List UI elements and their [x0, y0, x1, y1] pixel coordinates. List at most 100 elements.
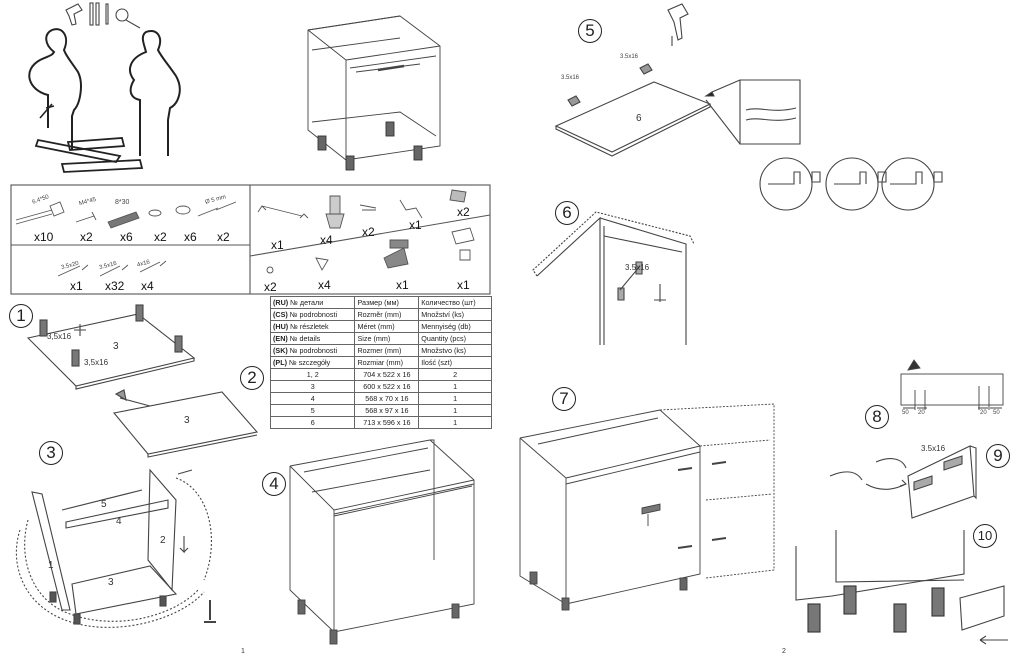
part-size: 713 x 596 x 16 [354, 416, 420, 429]
step-8-dim-label: 50 [993, 410, 1000, 416]
page-number: 1 [241, 648, 245, 655]
hw-qty: x2 [80, 230, 93, 244]
step-9-illustration [829, 445, 977, 519]
part-qty: 2 [418, 368, 492, 381]
hinge-adjustment-illustration [759, 157, 943, 211]
part-detail: 1, 2 [269, 368, 356, 381]
hw-qty: x1 [457, 278, 470, 292]
hw-qty: x1 [271, 238, 284, 252]
qty-header: Množství (ks) [418, 308, 492, 321]
step-7-illustration [519, 403, 775, 611]
lang-code: (EN) [273, 334, 288, 343]
hw-qty: x2 [362, 225, 375, 239]
part-size: 568 x 97 x 16 [354, 404, 420, 417]
step-3-illustration [15, 468, 216, 628]
qty-header: Quantity (pcs) [418, 332, 492, 345]
step-9-number: 9 [986, 444, 1010, 468]
step-1-illustration [26, 304, 196, 390]
part-qty: 1 [418, 392, 492, 405]
step-10-number: 10 [973, 524, 997, 548]
qty-header: Ilość (szt) [418, 356, 492, 369]
qty-header: Množstvo (ks) [418, 344, 492, 357]
hw-qty: x4 [318, 278, 331, 292]
step-5-screw-label: 3.5x16 [561, 75, 580, 81]
hw-qty: x1 [409, 218, 422, 232]
hw-qty: x2 [264, 280, 277, 294]
lang-code: (SK) [273, 346, 288, 355]
step-3-panel-label: 4 [116, 516, 122, 527]
hw-qty: x32 [105, 279, 125, 293]
step-5-illustration [554, 3, 801, 157]
hw-qty: x10 [34, 230, 54, 244]
hw-qty: x2 [154, 230, 167, 244]
step-8-number: 8 [865, 405, 889, 429]
table-header-row: (HU) № részletek Méret (mm) Mennyiség (d… [269, 320, 492, 333]
part-detail: 6 [269, 416, 356, 429]
step-6-screw-label: 3.5x16 [625, 263, 650, 272]
detail-header: № podrobnosti [289, 346, 338, 355]
tools-icon [65, 2, 141, 29]
step-3-number: 3 [39, 441, 63, 465]
exploded-cabinet-illustration [307, 15, 441, 171]
table-header-row: (EN) № details Size (mm) Quantity (pcs) [269, 332, 492, 345]
hw-size-label: 8*30 [115, 199, 130, 206]
size-header: Rozměr (mm) [354, 308, 420, 321]
lang-code: (HU) [273, 322, 289, 331]
hw-qty: x2 [457, 205, 470, 219]
page-number: 2 [782, 648, 786, 655]
lang-code: (CS) [273, 310, 288, 319]
part-qty: 1 [418, 380, 492, 393]
lang-code: (RU) [273, 298, 289, 307]
part-detail: 3 [269, 380, 356, 393]
step-1-number: 1 [9, 304, 33, 328]
table-header-row: (CS) № podrobnosti Rozměr (mm) Množství … [269, 308, 492, 321]
step-5-screw-label: 3.5x16 [620, 54, 639, 60]
part-qty: 1 [418, 404, 492, 417]
step-9-screw-label: 3.5x16 [921, 444, 946, 453]
table-row: 4 568 x 70 x 16 1 [269, 392, 492, 405]
part-detail: 4 [269, 392, 356, 405]
step-5-number: 5 [578, 19, 602, 43]
qty-header: Mennyiség (db) [418, 320, 492, 333]
table-header-row: (PL) № szczegóły Rozmiar (mm) Ilość (szt… [269, 356, 492, 369]
size-header: Rozmer (mm) [354, 344, 420, 357]
step-3-panel-label: 2 [160, 535, 166, 546]
step-10-illustration [795, 530, 1008, 645]
hw-qty: x6 [120, 230, 133, 244]
step-6-illustration [532, 211, 695, 345]
hw-qty: x2 [217, 230, 230, 244]
size-header: Méret (mm) [354, 320, 420, 333]
hardware-glyphs [15, 189, 475, 277]
detail-header: № részletek [290, 322, 329, 331]
step-3-panel-label: 3 [108, 577, 114, 588]
part-size: 704 x 522 x 16 [354, 368, 420, 381]
step-8-dim-label: 20 [918, 410, 925, 416]
detail-header: № podrobnosti [289, 310, 338, 319]
table-row: 5 568 x 97 x 16 1 [269, 404, 492, 417]
part-qty: 1 [418, 416, 492, 429]
step-5-panel-label: 6 [636, 113, 642, 124]
detail-header: № details [289, 334, 321, 343]
hw-qty: x1 [396, 278, 409, 292]
size-header: Размер (мм) [354, 296, 420, 309]
step-3-panel-label: 1 [48, 560, 54, 571]
detail-header: № детали [290, 298, 324, 307]
table-header-row: (RU) № детали Размер (мм) Количество (шт… [269, 296, 492, 309]
step-3-panel-label: 5 [101, 499, 107, 510]
step-8-dim-label: 50 [902, 410, 909, 416]
step-4-number: 4 [262, 472, 286, 496]
lang-code: (PL) [273, 358, 287, 367]
table-row: 6 713 x 596 x 16 1 [269, 416, 492, 429]
part-size: 568 x 70 x 16 [354, 392, 420, 405]
step-4-illustration [289, 439, 475, 645]
part-detail: 5 [269, 404, 356, 417]
hw-qty: x1 [70, 279, 83, 293]
step-1-panel-label: 3 [113, 341, 119, 352]
qty-header: Количество (шт) [418, 296, 492, 309]
step-2-panel-label: 3 [184, 415, 190, 426]
table-header-row: (SK) № podrobnosti Rozmer (mm) Množstvo … [269, 344, 492, 357]
step-2-illustration [112, 389, 259, 458]
step-6-number: 6 [555, 201, 579, 225]
hw-qty: x6 [184, 230, 197, 244]
